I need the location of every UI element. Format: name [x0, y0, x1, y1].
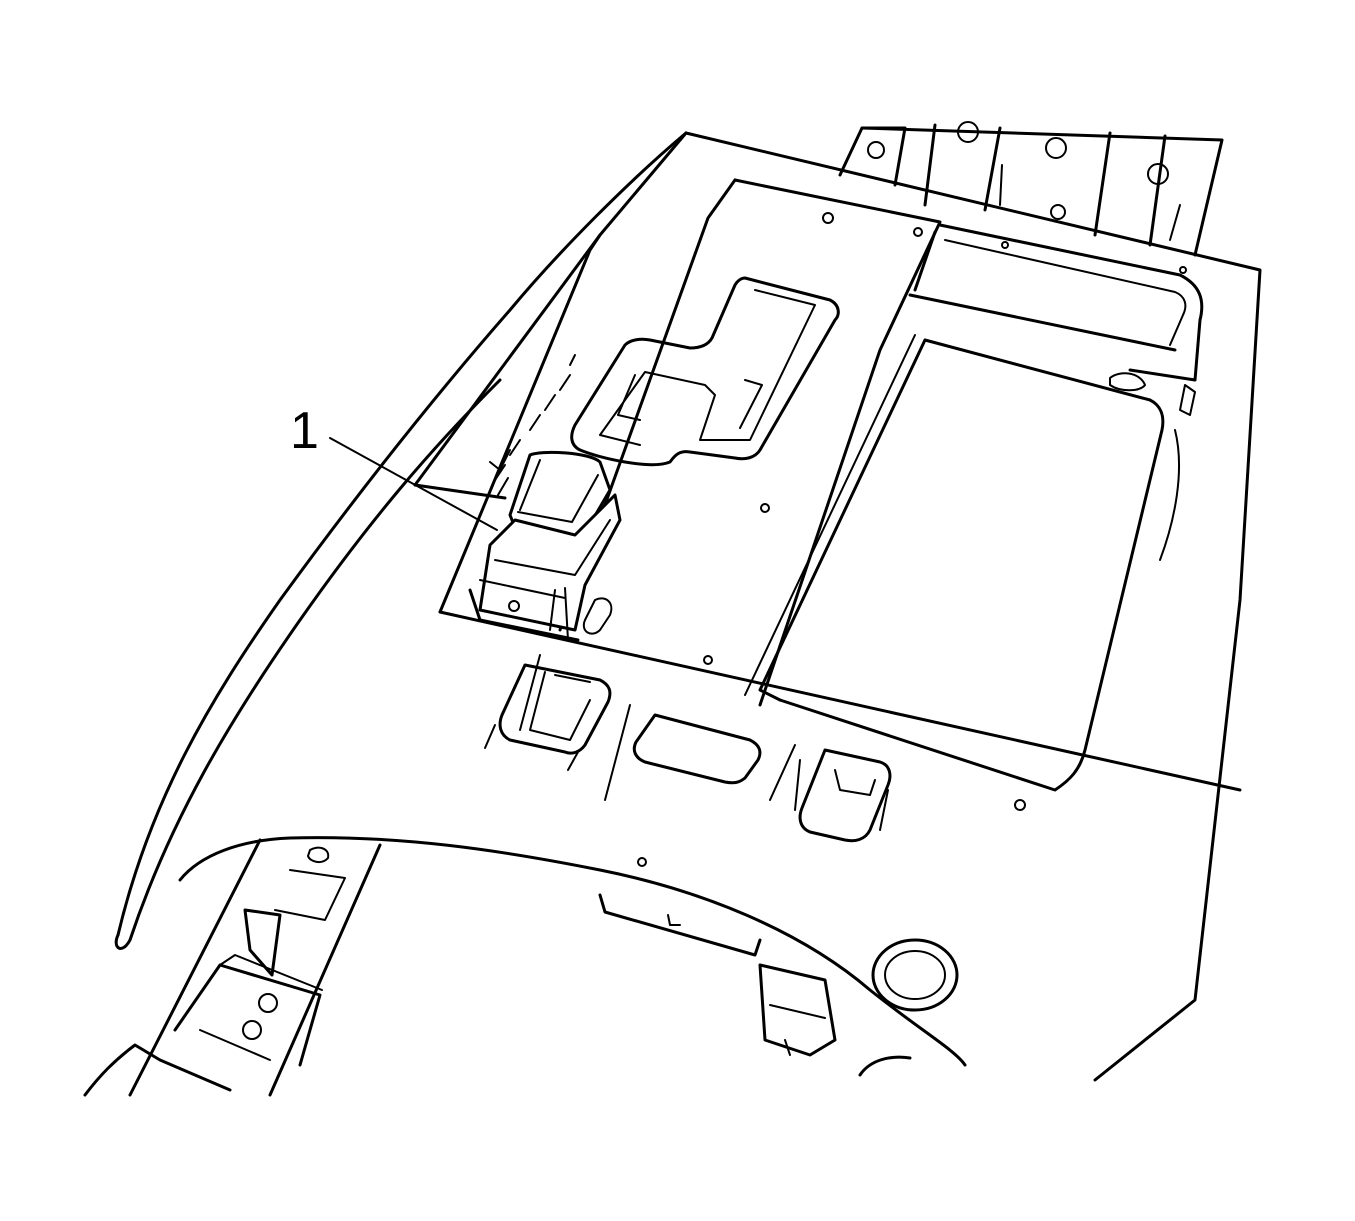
callout-1-leader-line	[329, 437, 498, 531]
lower-panel-trim	[178, 836, 967, 1077]
storage-compartment-lid	[744, 223, 1204, 811]
left-frame-rail	[83, 838, 382, 1097]
front-switch-openings	[484, 654, 892, 867]
switch-assembly	[468, 449, 622, 642]
callout-1: 1	[290, 402, 498, 531]
shifter-bezel	[558, 178, 942, 707]
console-top-panel	[114, 131, 1262, 1082]
callout-1-label: 1	[290, 402, 319, 460]
side-trim-slots	[494, 354, 576, 481]
rear-frame-bracket	[838, 121, 1224, 257]
